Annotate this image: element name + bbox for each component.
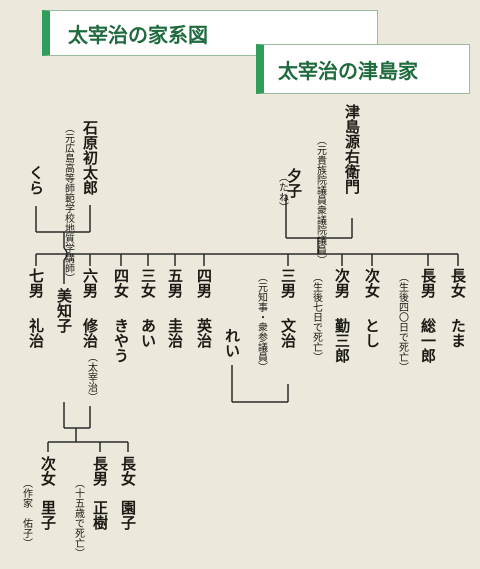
grandchild-relation: 長男 bbox=[91, 456, 109, 486]
child-note: （生後四〇日で死亡） bbox=[396, 272, 408, 372]
title-main: 太宰治の家系図 bbox=[68, 22, 208, 47]
child-relation: れい bbox=[223, 328, 241, 358]
child-note: （太宰治） bbox=[85, 352, 97, 402]
child-relation: 四女 bbox=[112, 268, 130, 298]
child-name: 勤三郎 bbox=[333, 318, 351, 363]
child-note: （生後七日で死亡） bbox=[310, 272, 322, 362]
child-relation: 美知子 bbox=[55, 288, 73, 333]
child-relation: 五男 bbox=[166, 268, 184, 298]
grandchild-name: 里子 bbox=[39, 500, 57, 530]
child-note: （元知事・衆参議員） bbox=[255, 272, 267, 372]
child-name: 英治 bbox=[195, 318, 213, 348]
child-name: 文治 bbox=[279, 318, 297, 348]
child-relation: 七男 bbox=[27, 268, 45, 298]
child-name: あい bbox=[139, 318, 157, 348]
title-main-box: 太宰治の家系図 bbox=[42, 10, 378, 56]
child-relation: 次女 bbox=[363, 268, 381, 298]
ishihara-name: 石原初太郎 bbox=[81, 120, 99, 195]
grandchild-name: 正樹 bbox=[91, 500, 109, 530]
child-relation: 三女 bbox=[139, 268, 157, 298]
grandchild-relation: 長女 bbox=[119, 456, 137, 486]
tsushima-note: （元貴族院議員衆議院議員） bbox=[314, 135, 326, 265]
child-relation: 長女 bbox=[449, 268, 467, 298]
child-name: 圭治 bbox=[166, 318, 184, 348]
child-relation: 四男 bbox=[195, 268, 213, 298]
grandchild-note: （作家 佑子） bbox=[20, 478, 32, 548]
child-relation: 三男 bbox=[279, 268, 297, 298]
grandchild-relation: 次女 bbox=[39, 456, 57, 486]
child-name: 礼治 bbox=[27, 318, 45, 348]
child-name: とし bbox=[363, 318, 381, 348]
grandchild-note: （十五歳で死亡） bbox=[72, 478, 84, 558]
yuko-reading: （たね） bbox=[276, 172, 288, 212]
title-sub: 太宰治の津島家 bbox=[278, 58, 418, 83]
child-relation: 六男 bbox=[81, 268, 99, 298]
kura-name: くら bbox=[27, 165, 45, 195]
child-name: きやう bbox=[112, 318, 130, 363]
child-name: 総一郎 bbox=[419, 318, 437, 363]
tsushima-name: 津島源右衛門 bbox=[343, 104, 361, 194]
grandchild-name: 園子 bbox=[119, 500, 137, 530]
child-name: 修治 bbox=[81, 318, 99, 348]
child-name: たま bbox=[449, 318, 467, 348]
title-sub-box: 太宰治の津島家 bbox=[256, 44, 470, 94]
child-relation: 長男 bbox=[419, 268, 437, 298]
yuko-name: 夕子 bbox=[285, 168, 303, 198]
ishihara-note: （元広島高等師範学校地質学講師） bbox=[62, 123, 74, 283]
child-relation: 次男 bbox=[333, 268, 351, 298]
